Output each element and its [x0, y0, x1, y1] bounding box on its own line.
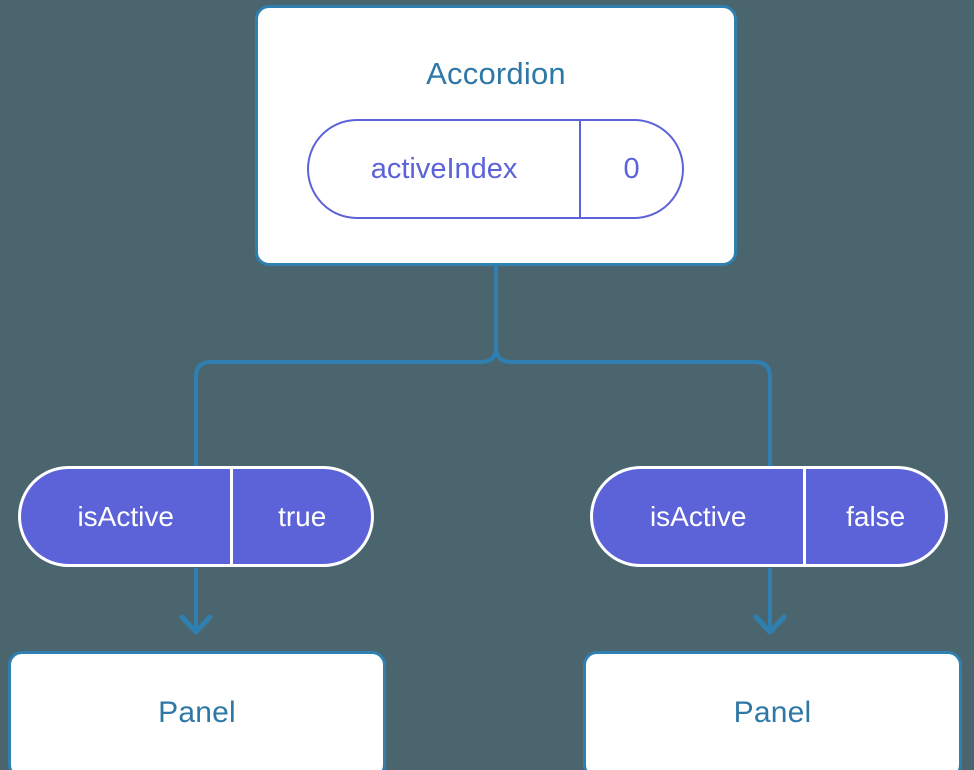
prop-pill-is-active-true[interactable]: isActive true	[18, 466, 374, 567]
prop-pill-is-active-true-key: isActive	[77, 500, 174, 532]
panel-component-card-left[interactable]: Panel	[8, 651, 386, 770]
connector-branch-left	[194, 264, 498, 472]
state-pill-active-index-key: activeIndex	[370, 152, 518, 185]
connector-branch-right	[494, 264, 772, 472]
arrow-left-pill-to-panel	[179, 568, 213, 635]
arrow-right-pill-to-panel	[753, 568, 787, 635]
panel-component-card-right[interactable]: Panel	[583, 651, 962, 770]
state-pill-active-index-value: 0	[579, 121, 682, 217]
accordion-title: Accordion	[426, 56, 566, 91]
prop-pill-is-active-false-value: false	[803, 469, 945, 564]
panel-left-title: Panel	[158, 696, 236, 729]
prop-pill-is-active-false[interactable]: isActive false	[590, 466, 948, 567]
prop-pill-is-active-true-value: true	[230, 469, 371, 564]
state-pill-active-index[interactable]: activeIndex 0	[307, 119, 684, 219]
panel-right-title: Panel	[733, 696, 812, 729]
prop-pill-is-active-false-key: isActive	[649, 500, 747, 532]
